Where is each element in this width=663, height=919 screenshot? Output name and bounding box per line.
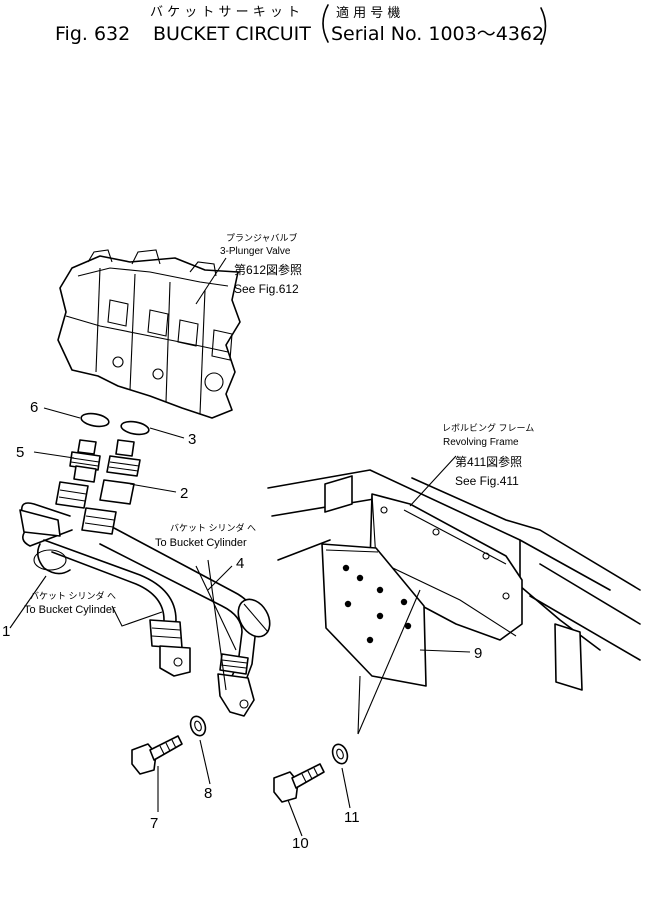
o-ring-3	[120, 420, 150, 436]
pipe-assembly-1	[19, 481, 191, 677]
bucket-cylinder-label-2: To Bucket Cylinder	[24, 604, 116, 616]
part-number-5: 5	[16, 444, 24, 461]
part-number-10: 10	[292, 835, 309, 852]
frame-label-japanese: レボルビング フレーム	[442, 422, 534, 433]
revolving-frame	[267, 469, 641, 691]
valve-label-japanese: プランジャバルブ	[226, 232, 298, 243]
figure-number: Fig. 632	[55, 23, 130, 45]
bolt-10	[273, 763, 325, 803]
close-bracket	[540, 7, 547, 45]
figure-title: BUCKET CIRCUIT	[153, 23, 311, 45]
bucket-cylinder-label-japanese: バケット シリンダ へ	[170, 522, 256, 533]
frame-label: Revolving Frame	[443, 437, 519, 448]
leader-lines	[9, 257, 471, 837]
bolt-7	[131, 735, 183, 775]
valve-ref-japanese: 第612図参照	[234, 262, 302, 277]
valve-ref: See Fig.612	[234, 282, 299, 296]
frame-ref: See Fig.411	[455, 474, 519, 488]
header: バ ケ ッ ト サ ー キ ッ ト 適 用 号 機 Fig. 632 BUCKE…	[55, 4, 547, 45]
part-number-6: 6	[30, 399, 38, 416]
valve-label: 3-Plunger Valve	[220, 246, 291, 257]
title-japanese: バ ケ ッ ト サ ー キ ッ ト	[150, 5, 300, 20]
plunger-valve	[57, 249, 241, 419]
part-number-1: 1	[2, 623, 10, 640]
part-number-11: 11	[344, 809, 360, 826]
part-number-4: 4	[236, 555, 244, 572]
applicability-japanese: 適 用 号 機	[336, 5, 400, 21]
part-number-9: 9	[474, 645, 482, 662]
pipe-4	[99, 527, 271, 717]
o-ring-6	[80, 412, 110, 428]
fitting-5	[69, 439, 101, 483]
plate-9	[321, 543, 427, 687]
part-number-3: 3	[188, 431, 196, 448]
washer-11	[331, 743, 349, 765]
part-number-8: 8	[204, 785, 212, 802]
open-bracket	[322, 4, 329, 43]
bucket-cylinder-label-2-japanese: バケット シリンダ へ	[30, 590, 116, 601]
washer-8	[189, 715, 207, 737]
part-numbers: 1 2 3 4 5 6 7 8 9 10 11	[2, 399, 482, 852]
part-number-2: 2	[180, 485, 188, 502]
callouts: プランジャバルブ 3-Plunger Valve 第612図参照 See Fig…	[24, 232, 534, 616]
frame-ref-japanese: 第411図参照	[455, 454, 522, 469]
fitting-2	[99, 439, 141, 505]
serial-range: Serial No. 1003～4362	[331, 23, 544, 45]
part-number-7: 7	[150, 815, 158, 832]
bucket-cylinder-label: To Bucket Cylinder	[155, 537, 247, 549]
